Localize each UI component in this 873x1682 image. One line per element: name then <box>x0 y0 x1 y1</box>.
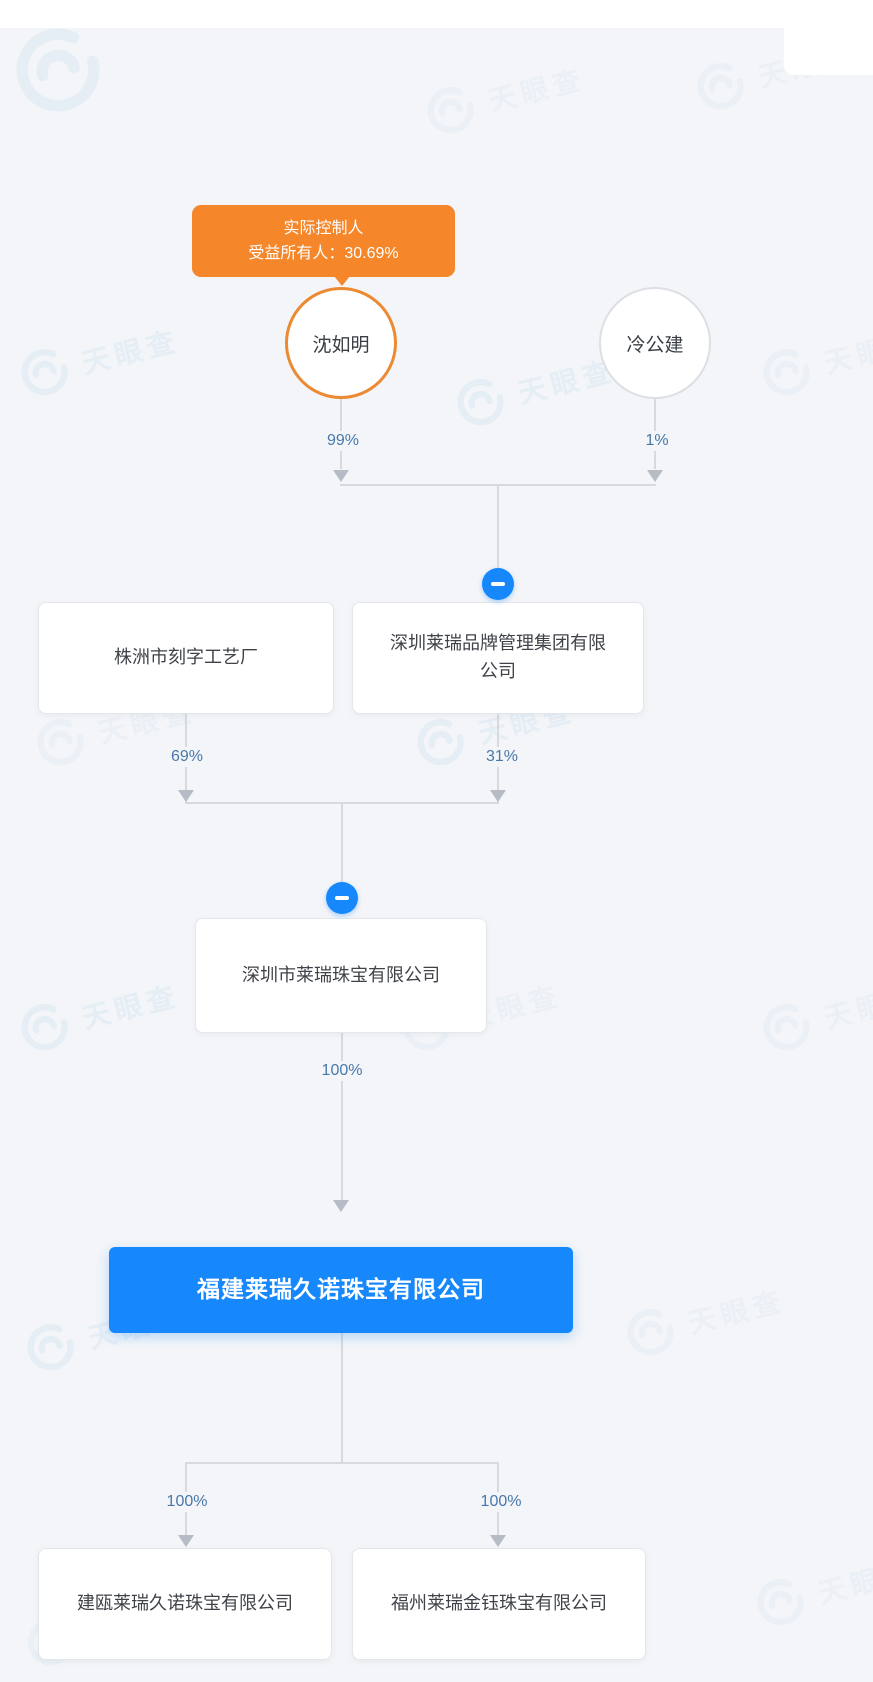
arrow-down-icon <box>178 1535 194 1547</box>
tooltip-line2: 受益所有人：30.69% <box>248 245 399 262</box>
arrow-down-icon <box>178 790 194 802</box>
top-white-strip <box>0 0 873 28</box>
collapse-minus-button[interactable] <box>482 568 514 600</box>
connector-line <box>185 802 499 804</box>
share-percent-label: 100% <box>161 1492 213 1512</box>
tianyancha-watermark: 天眼查 <box>9 966 185 1063</box>
connector-line <box>185 1462 499 1464</box>
arrow-down-icon <box>647 470 663 482</box>
share-percent-label: 100% <box>316 1061 368 1081</box>
minus-icon <box>491 582 505 586</box>
tianyancha-watermark: 天眼查 <box>751 966 873 1063</box>
tooltip-line1: 实际控制人 <box>283 220 364 237</box>
connector-line <box>341 1333 343 1463</box>
share-percent-label: 100% <box>475 1492 527 1512</box>
arrow-down-icon <box>333 470 349 482</box>
top-right-white-block <box>784 0 873 75</box>
collapse-minus-button[interactable] <box>326 882 358 914</box>
tianyancha-watermark: 天眼查 <box>415 49 591 146</box>
company-name: 株洲市刻字工艺厂 <box>114 647 258 668</box>
company-name: 建瓯莱瑞久诺珠宝有限公司 <box>77 1593 293 1614</box>
company-name: 福建莱瑞久诺珠宝有限公司 <box>197 1276 485 1303</box>
minus-icon <box>335 896 349 900</box>
tianyancha-watermark: 天眼查 <box>445 341 621 438</box>
connector-line <box>341 1033 343 1200</box>
share-percent-label: 31% <box>480 747 524 767</box>
connector-line <box>497 485 499 569</box>
tianyancha-watermark: 天眼查 <box>9 311 185 408</box>
company-node-main[interactable]: 福建莱瑞久诺珠宝有限公司 <box>109 1247 573 1333</box>
tianyancha-watermark: 天眼查 <box>615 1271 791 1368</box>
share-percent-label: 99% <box>321 431 365 451</box>
company-name: 深圳市莱瑞珠宝有限公司 <box>242 964 440 985</box>
company-node-shenzhen[interactable]: 深圳市莱瑞珠宝有限公司 <box>195 918 487 1033</box>
company-node-group[interactable]: 深圳莱瑞品牌管理集团有限公司 <box>352 602 644 714</box>
connector-line <box>341 804 343 882</box>
person-node-partner[interactable]: 冷公建 <box>599 287 711 399</box>
arrow-down-icon <box>333 1200 349 1212</box>
company-node-fuzhou[interactable]: 福州莱瑞金钰珠宝有限公司 <box>352 1548 646 1660</box>
person-node-controller[interactable]: 沈如明 <box>285 287 397 399</box>
company-node-kezi[interactable]: 株洲市刻字工艺厂 <box>38 602 334 714</box>
company-node-jianou[interactable]: 建瓯莱瑞久诺珠宝有限公司 <box>38 1548 332 1660</box>
person-name: 冷公建 <box>626 334 684 356</box>
actual-controller-tooltip: 实际控制人 受益所有人：30.69% <box>192 205 455 286</box>
share-percent-label: 1% <box>640 431 674 451</box>
company-name: 深圳莱瑞品牌管理集团有限公司 <box>390 633 606 681</box>
person-name: 沈如明 <box>312 334 370 356</box>
arrow-down-icon <box>490 1535 506 1547</box>
share-percent-label: 69% <box>165 747 209 767</box>
tianyancha-watermark: 天眼查 <box>745 1541 873 1638</box>
tianyancha-watermark: 天眼查 <box>751 311 873 408</box>
arrow-down-icon <box>490 790 506 802</box>
tooltip-pointer <box>334 276 350 286</box>
company-name: 福州莱瑞金钰珠宝有限公司 <box>391 1593 607 1614</box>
